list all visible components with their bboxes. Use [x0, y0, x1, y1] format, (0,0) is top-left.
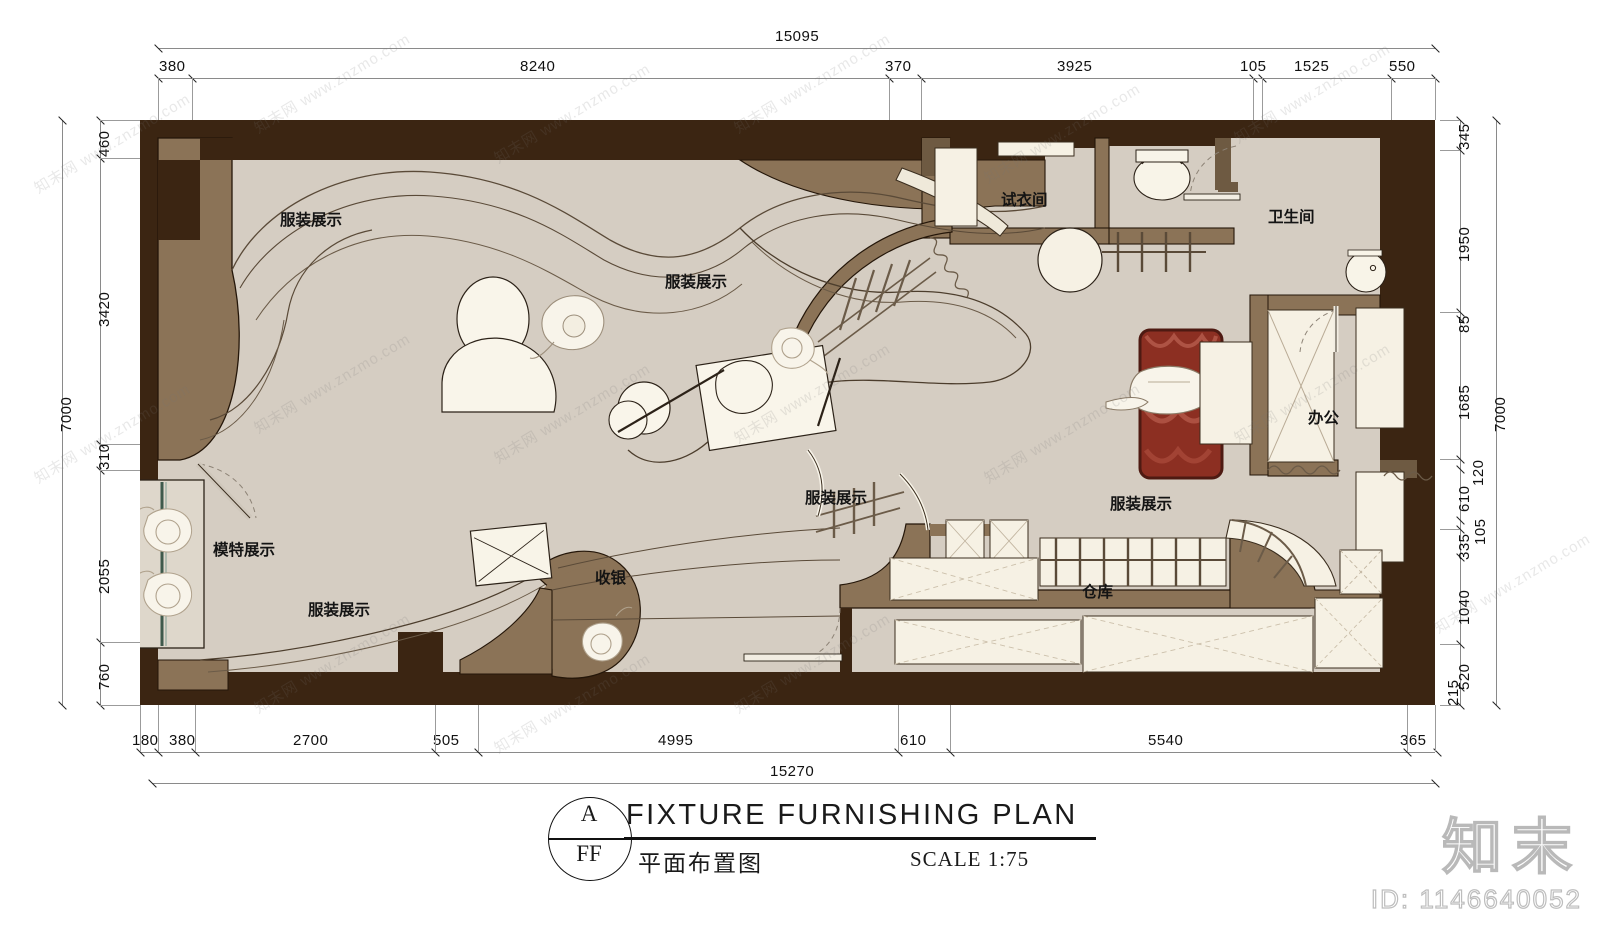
ext-line	[100, 705, 140, 706]
detail-tag-letter: A	[580, 801, 598, 826]
ext-line	[898, 705, 899, 752]
watermark-tile: 知末网 www.znzmo.com	[731, 30, 894, 138]
watermark-tile: 知末网 www.znzmo.com	[251, 30, 414, 138]
top-chain-dimline	[158, 78, 1435, 79]
ext-line	[1435, 705, 1436, 752]
room-label-fitting-room: 试衣间	[1001, 192, 1048, 209]
room-label-display-sw: 服装展示	[308, 602, 371, 619]
ext-line	[1253, 78, 1254, 120]
room-label-warehouse: 仓库	[1082, 584, 1114, 601]
watermark-tile: 知末网 www.znzmo.com	[731, 340, 894, 448]
left-chain-dimline	[100, 120, 101, 705]
ext-line	[195, 705, 196, 752]
watermark-tile: 知末网 www.znzmo.com	[491, 650, 654, 758]
room-label-display-mid: 服装展示	[805, 490, 868, 507]
ext-line	[1407, 705, 1408, 752]
watermark-tile: 知末网 www.znzmo.com	[491, 60, 654, 168]
ext-line	[1391, 78, 1392, 120]
ext-line	[478, 705, 479, 752]
ext-line	[100, 120, 140, 121]
dim-bot-5: 4995	[658, 732, 694, 749]
top-total-dimline	[158, 48, 1435, 49]
drawing-title-cn: 平面布置图	[638, 851, 763, 877]
dim-bot-2: 380	[169, 732, 196, 749]
dim-top-2: 8240	[520, 58, 556, 75]
right-dimension-group: 7000 345 1950 85 1685 120 610 105 335 10…	[1440, 0, 1600, 933]
ext-line	[1262, 78, 1263, 120]
dim-bot-4: 505	[433, 732, 460, 749]
dim-bot-total: 15270	[770, 763, 815, 780]
watermark-tile: 知末网 www.znzmo.com	[981, 80, 1144, 188]
dim-top-3: 370	[885, 58, 912, 75]
ext-line	[1440, 150, 1460, 151]
watermark-tile: 知末网 www.znzmo.com	[31, 380, 194, 488]
ext-line	[1440, 644, 1460, 645]
ext-line	[921, 78, 922, 120]
watermark-tile: 知末网 www.znzmo.com	[981, 380, 1144, 488]
title-underline	[624, 837, 1096, 841]
ext-line	[1435, 78, 1436, 120]
dim-top-6: 1525	[1294, 58, 1330, 75]
ext-line	[100, 158, 140, 159]
room-label-mannequin: 模特展示	[213, 542, 276, 559]
bottom-dimension-group: 180 380 2700 505 4995 610 5540 365 15270	[0, 705, 1600, 815]
dim-top-4: 3925	[1057, 58, 1093, 75]
ext-line	[1440, 529, 1460, 530]
dim-top-total: 15095	[775, 28, 820, 45]
bottom-chain-dimline	[140, 752, 1435, 753]
watermark-tile: 知末网 www.znzmo.com	[1431, 530, 1594, 638]
top-dimension-group: 15095 380 8240 370 3925 105 1525 550	[0, 0, 1600, 120]
ext-line	[100, 642, 140, 643]
right-chain-dimline	[1460, 120, 1461, 705]
ext-line	[950, 705, 951, 752]
left-total-dimline	[62, 120, 63, 705]
dim-top-1: 380	[159, 58, 186, 75]
watermark-tile: 知末网 www.znzmo.com	[251, 610, 414, 718]
dim-bot-8: 365	[1400, 732, 1427, 749]
watermark-tile: 知末网 www.znzmo.com	[1231, 40, 1394, 148]
ext-line	[1440, 312, 1460, 313]
watermark-tile: 知末网 www.znzmo.com	[491, 360, 654, 468]
ext-line	[100, 444, 140, 445]
dim-bot-3: 2700	[293, 732, 329, 749]
dim-top-7: 550	[1389, 58, 1416, 75]
watermark-tile: 知末网 www.znzmo.com	[251, 330, 414, 438]
room-label-office: 办公	[1308, 410, 1340, 427]
drawing-scale: SCALE 1:75	[910, 847, 1030, 871]
ext-line	[100, 470, 140, 471]
detail-tag-divider	[549, 838, 631, 840]
ext-line	[1440, 705, 1460, 706]
dim-bot-7: 5540	[1148, 732, 1184, 749]
watermark-tile: 知末网 www.znzmo.com	[731, 610, 894, 718]
ext-line	[192, 78, 193, 120]
ext-line	[435, 705, 436, 752]
detail-tag-sheet: FF	[576, 841, 602, 866]
room-label-display-nw: 服装展示	[280, 212, 343, 229]
ext-line	[140, 705, 141, 752]
ext-line	[889, 78, 890, 120]
room-label-display-n: 服装展示	[665, 274, 728, 291]
bottom-total-dimline	[152, 783, 1435, 784]
room-label-display-e: 服装展示	[1110, 496, 1173, 513]
ext-line	[1440, 120, 1460, 121]
watermark-tile: 知末网 www.znzmo.com	[31, 90, 194, 198]
drawing-title-en: FIXTURE FURNISHING PLAN	[626, 799, 1078, 831]
ext-line	[158, 78, 159, 120]
watermark-tile: 知末网 www.znzmo.com	[1231, 340, 1394, 448]
dim-top-5: 105	[1240, 58, 1267, 75]
floor-plan: 服装展示 服装展示 试衣间 卫生间 办公 服装展示 服装展示 仓库 模特展示 服…	[140, 120, 1435, 705]
title-block: A FF FIXTURE FURNISHING PLAN 平面布置图 SCALE…	[548, 795, 1108, 885]
room-label-restroom: 卫生间	[1268, 209, 1315, 226]
dim-bot-1: 180	[132, 732, 159, 749]
dim-bot-6: 610	[900, 732, 927, 749]
left-dimension-group: 7000 460 3420 310 2055 760	[0, 0, 160, 933]
ext-line	[158, 705, 159, 752]
ext-line	[1440, 459, 1460, 460]
room-label-cashier: 收银	[595, 570, 627, 587]
right-total-dimline	[1496, 120, 1497, 705]
